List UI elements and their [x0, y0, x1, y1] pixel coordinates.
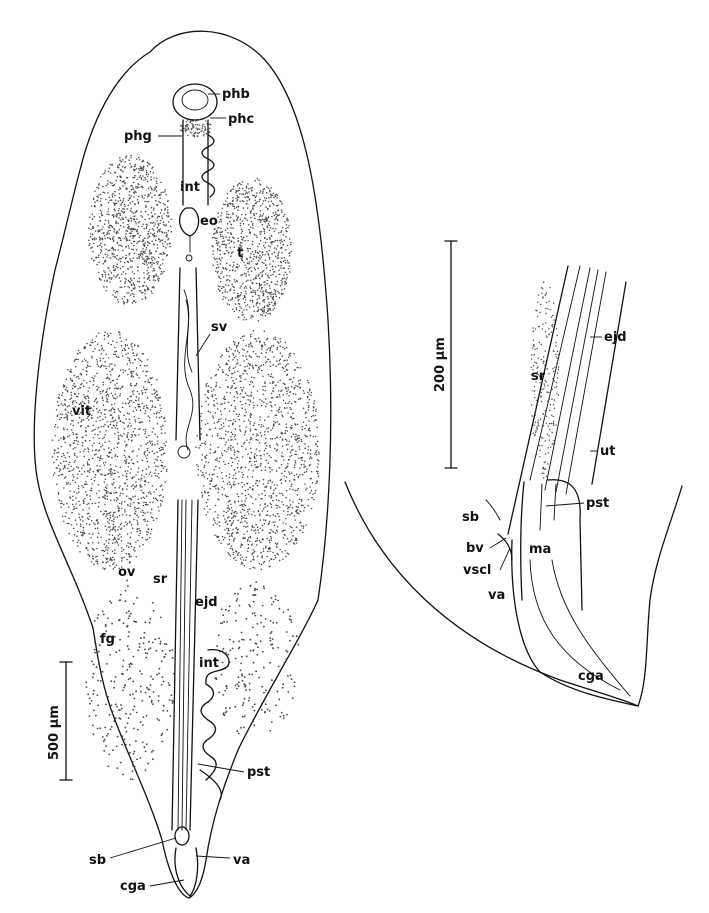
label-pst: pst — [247, 765, 270, 780]
genital-atrium — [174, 847, 199, 897]
testis-right — [211, 178, 292, 322]
body-outline — [33, 30, 332, 899]
ejaculatory-duct — [171, 499, 199, 831]
vitellaria-left — [51, 331, 168, 570]
label-sb: sb — [89, 853, 106, 868]
label-t: t — [237, 246, 243, 261]
label-b-ejd: ejd — [604, 330, 627, 345]
ejaculatory-duct-tube — [507, 265, 627, 535]
label-b-bv: bv — [466, 541, 484, 556]
labels-figure-a: phb phc phg int eo t sv vit ov sr ejd fg… — [72, 87, 270, 894]
label-fg: fg — [100, 632, 115, 647]
seminal-receptacle-stipple — [530, 281, 560, 479]
esophagus — [179, 207, 200, 237]
label-phc: phc — [228, 112, 254, 127]
pharyngeal-gland-stipple — [180, 118, 212, 138]
label-phb: phb — [222, 87, 250, 102]
label-ov: ov — [118, 565, 136, 580]
worm-drawing — [33, 30, 332, 899]
label-int-top: int — [180, 180, 200, 195]
intestine-upper — [201, 134, 216, 198]
label-b-ut: ut — [600, 444, 615, 459]
labels-figure-b: ejd sr ut pst sb bv ma vscl va cga — [462, 330, 627, 684]
scale-bar-200-label: 200 µm — [433, 337, 448, 392]
label-b-vscl: vscl — [463, 563, 491, 578]
scale-bar-500-label: 500 µm — [47, 705, 62, 760]
scale-bar-200: 200 µm — [433, 240, 458, 469]
label-b-cga: cga — [578, 669, 604, 684]
label-b-sr: sr — [531, 369, 546, 384]
vitellaria-right — [195, 330, 320, 570]
testis-left — [88, 154, 173, 305]
label-sr: sr — [153, 572, 168, 587]
seminal-bulb — [174, 826, 190, 846]
follicular-glands — [85, 579, 300, 781]
terminal-genitalia-drawing — [344, 265, 683, 707]
male-apparatus — [520, 479, 583, 611]
posterior-body-outline — [344, 481, 639, 707]
scale-bar-500: 500 µm — [47, 661, 73, 781]
label-phg: phg — [124, 129, 152, 144]
seminal-vesicle-duct — [175, 267, 201, 441]
label-b-pst: pst — [586, 496, 609, 511]
label-int-bottom: int — [199, 656, 219, 671]
label-b-sb: sb — [462, 510, 479, 525]
label-b-ma: ma — [529, 542, 551, 557]
label-b-va: va — [488, 588, 505, 603]
label-vit: vit — [72, 404, 91, 419]
label-cga: cga — [120, 879, 146, 894]
genital-atrium-b — [511, 539, 639, 707]
pharyngeal-bulb — [172, 83, 218, 121]
label-ejd: ejd — [195, 595, 218, 610]
label-eo: eo — [200, 214, 218, 229]
intestine-lower — [200, 649, 230, 781]
label-va: va — [233, 853, 250, 868]
label-sv: sv — [211, 320, 228, 335]
